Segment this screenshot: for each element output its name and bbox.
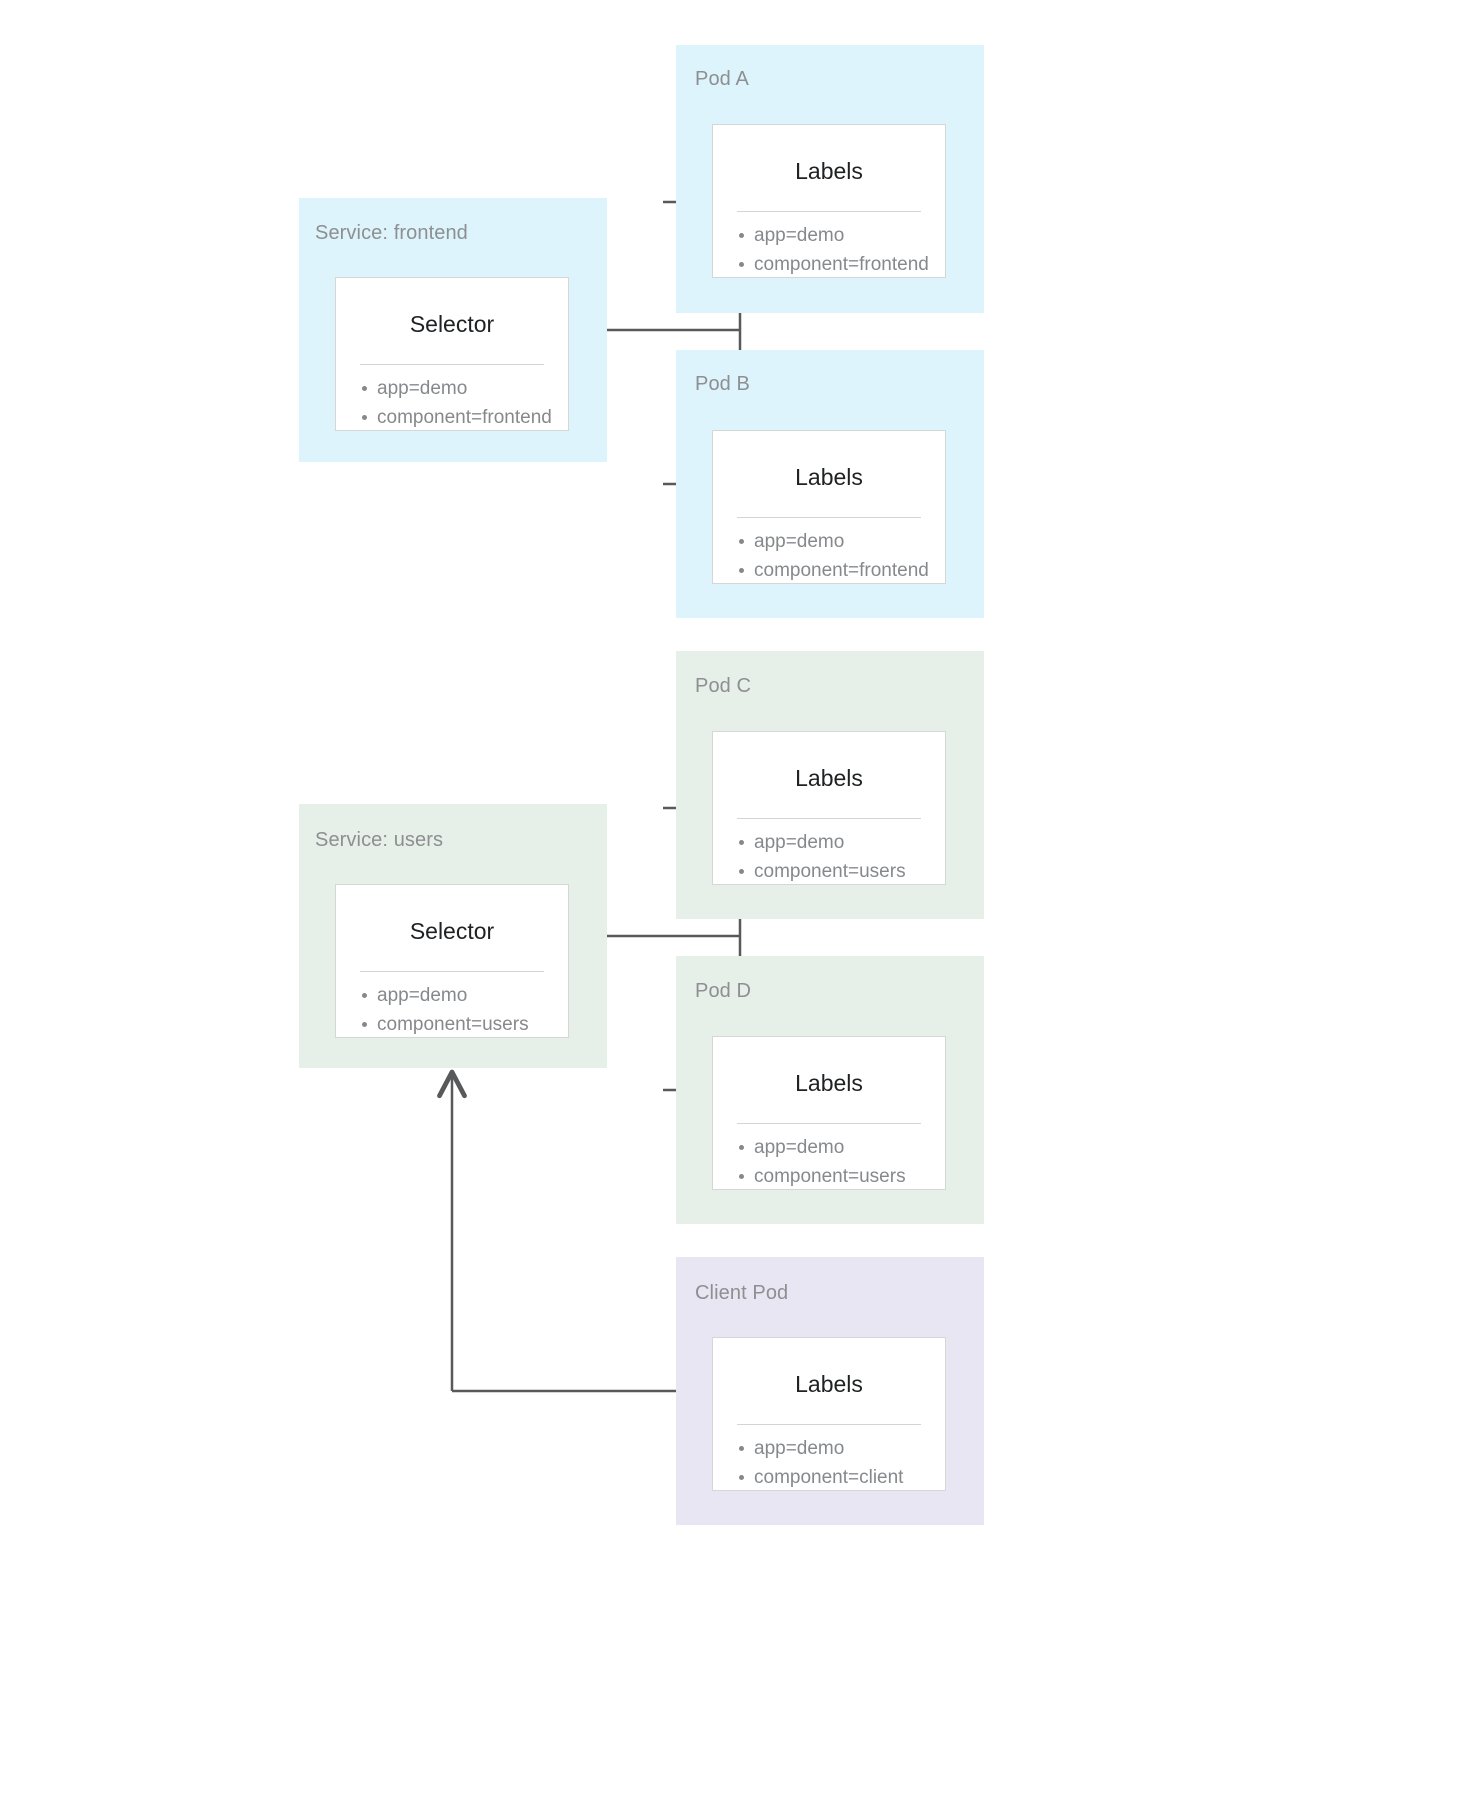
card-divider (737, 1424, 921, 1425)
group-client-pod[interactable]: Client Pod Labels app=demo component=cli… (676, 1257, 984, 1525)
card-client-pod-labels[interactable]: Labels app=demo component=client (712, 1337, 946, 1491)
group-pod-a[interactable]: Pod A Labels app=demo component=frontend (676, 45, 984, 313)
card-list-client-pod-labels: app=demo component=client (737, 1434, 903, 1492)
list-item: component=users (360, 1010, 529, 1039)
group-title-pod-b: Pod B (695, 373, 750, 395)
list-item: component=frontend (737, 250, 929, 279)
list-item: app=demo (360, 374, 552, 403)
group-service-users[interactable]: Service: users Selector app=demo compone… (299, 804, 607, 1068)
list-item: component=client (737, 1463, 903, 1492)
card-pod-d-labels[interactable]: Labels app=demo component=users (712, 1036, 946, 1190)
list-item: app=demo (737, 221, 929, 250)
list-item: component=users (737, 1162, 906, 1191)
group-pod-d[interactable]: Pod D Labels app=demo component=users (676, 956, 984, 1224)
card-title-selector: Selector (409, 311, 495, 337)
card-title-labels: Labels (795, 1070, 863, 1096)
card-list-service-users-selector: app=demo component=users (360, 981, 529, 1039)
card-title-labels: Labels (795, 1371, 863, 1397)
card-divider (737, 211, 921, 212)
card-service-users-selector[interactable]: Selector app=demo component=users (335, 884, 569, 1038)
group-pod-b[interactable]: Pod B Labels app=demo component=frontend (676, 350, 984, 618)
list-item: component=frontend (360, 403, 552, 432)
card-list-pod-d-labels: app=demo component=users (737, 1133, 906, 1191)
card-pod-a-labels[interactable]: Labels app=demo component=frontend (712, 124, 946, 278)
group-title-service-users: Service: users (315, 829, 444, 851)
card-divider (360, 971, 544, 972)
connector-client-to-users (437, 1069, 676, 1393)
list-item: component=frontend (737, 556, 929, 585)
group-title-pod-a: Pod A (695, 68, 749, 90)
card-list-service-frontend-selector: app=demo component=frontend (360, 374, 552, 432)
card-title-labels: Labels (795, 464, 863, 490)
card-divider (737, 1123, 921, 1124)
group-title-client-pod: Client Pod (695, 1282, 789, 1304)
group-service-frontend[interactable]: Service: frontend Selector app=demo comp… (299, 198, 607, 462)
card-list-pod-c-labels: app=demo component=users (737, 828, 906, 886)
card-title-selector: Selector (409, 918, 495, 944)
card-pod-b-labels[interactable]: Labels app=demo component=frontend (712, 430, 946, 584)
card-list-pod-b-labels: app=demo component=frontend (737, 527, 929, 585)
list-item: app=demo (737, 1434, 903, 1463)
list-item: app=demo (737, 1133, 906, 1162)
list-item: app=demo (360, 981, 529, 1010)
group-title-service-frontend: Service: frontend (315, 222, 468, 244)
card-title-labels: Labels (795, 765, 863, 791)
list-item: app=demo (737, 828, 906, 857)
card-divider (737, 818, 921, 819)
list-item: app=demo (737, 527, 929, 556)
card-title-labels: Labels (795, 158, 863, 184)
card-service-frontend-selector[interactable]: Selector app=demo component=frontend (335, 277, 569, 431)
card-divider (360, 364, 544, 365)
list-item: component=users (737, 857, 906, 886)
card-pod-c-labels[interactable]: Labels app=demo component=users (712, 731, 946, 885)
group-title-pod-d: Pod D (695, 980, 752, 1002)
card-list-pod-a-labels: app=demo component=frontend (737, 221, 929, 279)
group-title-pod-c: Pod C (695, 675, 752, 697)
card-divider (737, 517, 921, 518)
group-pod-c[interactable]: Pod C Labels app=demo component=users (676, 651, 984, 919)
